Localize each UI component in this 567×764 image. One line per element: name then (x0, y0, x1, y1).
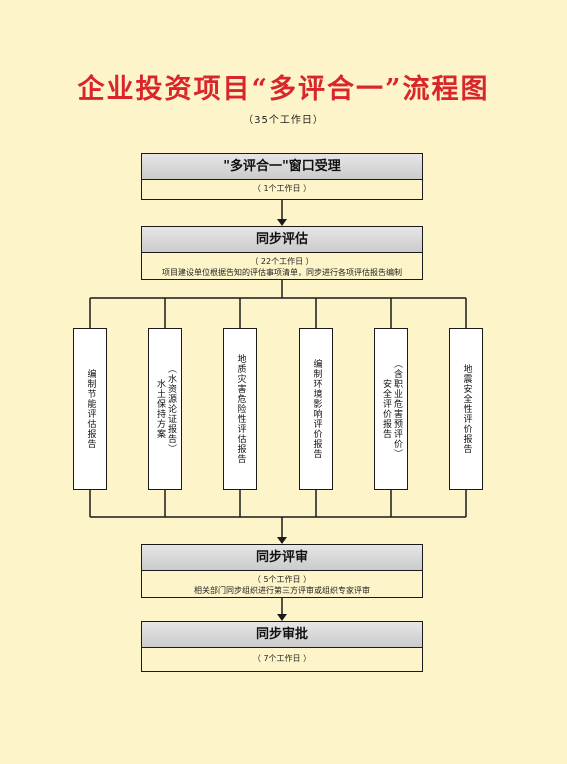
report-safety-evaluation: 安全评价报告 （含职业危害预评价） (374, 328, 408, 490)
stage-title: "多评合一"窗口受理 (142, 154, 422, 180)
diagram-title: 企业投资项目“多评合一”流程图 (77, 74, 490, 105)
stage-sync-assessment: 同步评估 （ 22个工作日 ） 项目建设单位根据告知的评估事项清单，同步进行各项… (141, 226, 423, 280)
diagram-subtitle: （35个工作日） (243, 115, 324, 126)
report-environmental-impact: 编制环境影响评价报告 (299, 328, 333, 490)
stage-description: 相关部门同步组织进行第三方评审或组织专家评审 (194, 586, 370, 595)
stage-days: （ 5个工作日 ） (252, 575, 312, 584)
report-energy-saving: 编制节能评估报告 (73, 328, 107, 490)
report-label: 安全评价报告 (381, 379, 391, 439)
stage-days: （ 1个工作日 ） (252, 184, 312, 193)
report-label-note: （含职业危害预评价） (392, 359, 402, 459)
report-label: 编制节能评估报告 (85, 369, 96, 449)
report-seismic-safety: 地震安全性评价报告 (449, 328, 483, 490)
report-geological-hazard: 地质灾害危险性评估报告 (223, 328, 257, 490)
stage-description: 项目建设单位根据告知的评估事项清单，同步进行各项评估报告编制 (162, 268, 402, 277)
report-soil-water-conservation: 水土保持方案 （水资源论证报告） (148, 328, 182, 490)
stage-days: （ 7个工作日 ） (252, 654, 312, 663)
report-label: 地震安全性评价报告 (461, 364, 472, 454)
stage-sync-review: 同步评审 （ 5个工作日 ） 相关部门同步组织进行第三方评审或组织专家评审 (141, 544, 423, 598)
report-label: 地质灾害危险性评估报告 (235, 354, 246, 464)
stage-title: 同步审批 (142, 622, 422, 648)
stage-days: （ 22个工作日 ） (250, 257, 314, 266)
report-label: 水土保持方案 (155, 379, 165, 439)
stage-title: 同步评审 (142, 545, 422, 571)
stage-window-acceptance: "多评合一"窗口受理 （ 1个工作日 ） (141, 153, 423, 200)
report-label-note: （水资源论证报告） (166, 364, 176, 454)
stage-title: 同步评估 (142, 227, 422, 253)
report-label: 编制环境影响评价报告 (311, 359, 322, 459)
stage-sync-approval: 同步审批 （ 7个工作日 ） (141, 621, 423, 672)
